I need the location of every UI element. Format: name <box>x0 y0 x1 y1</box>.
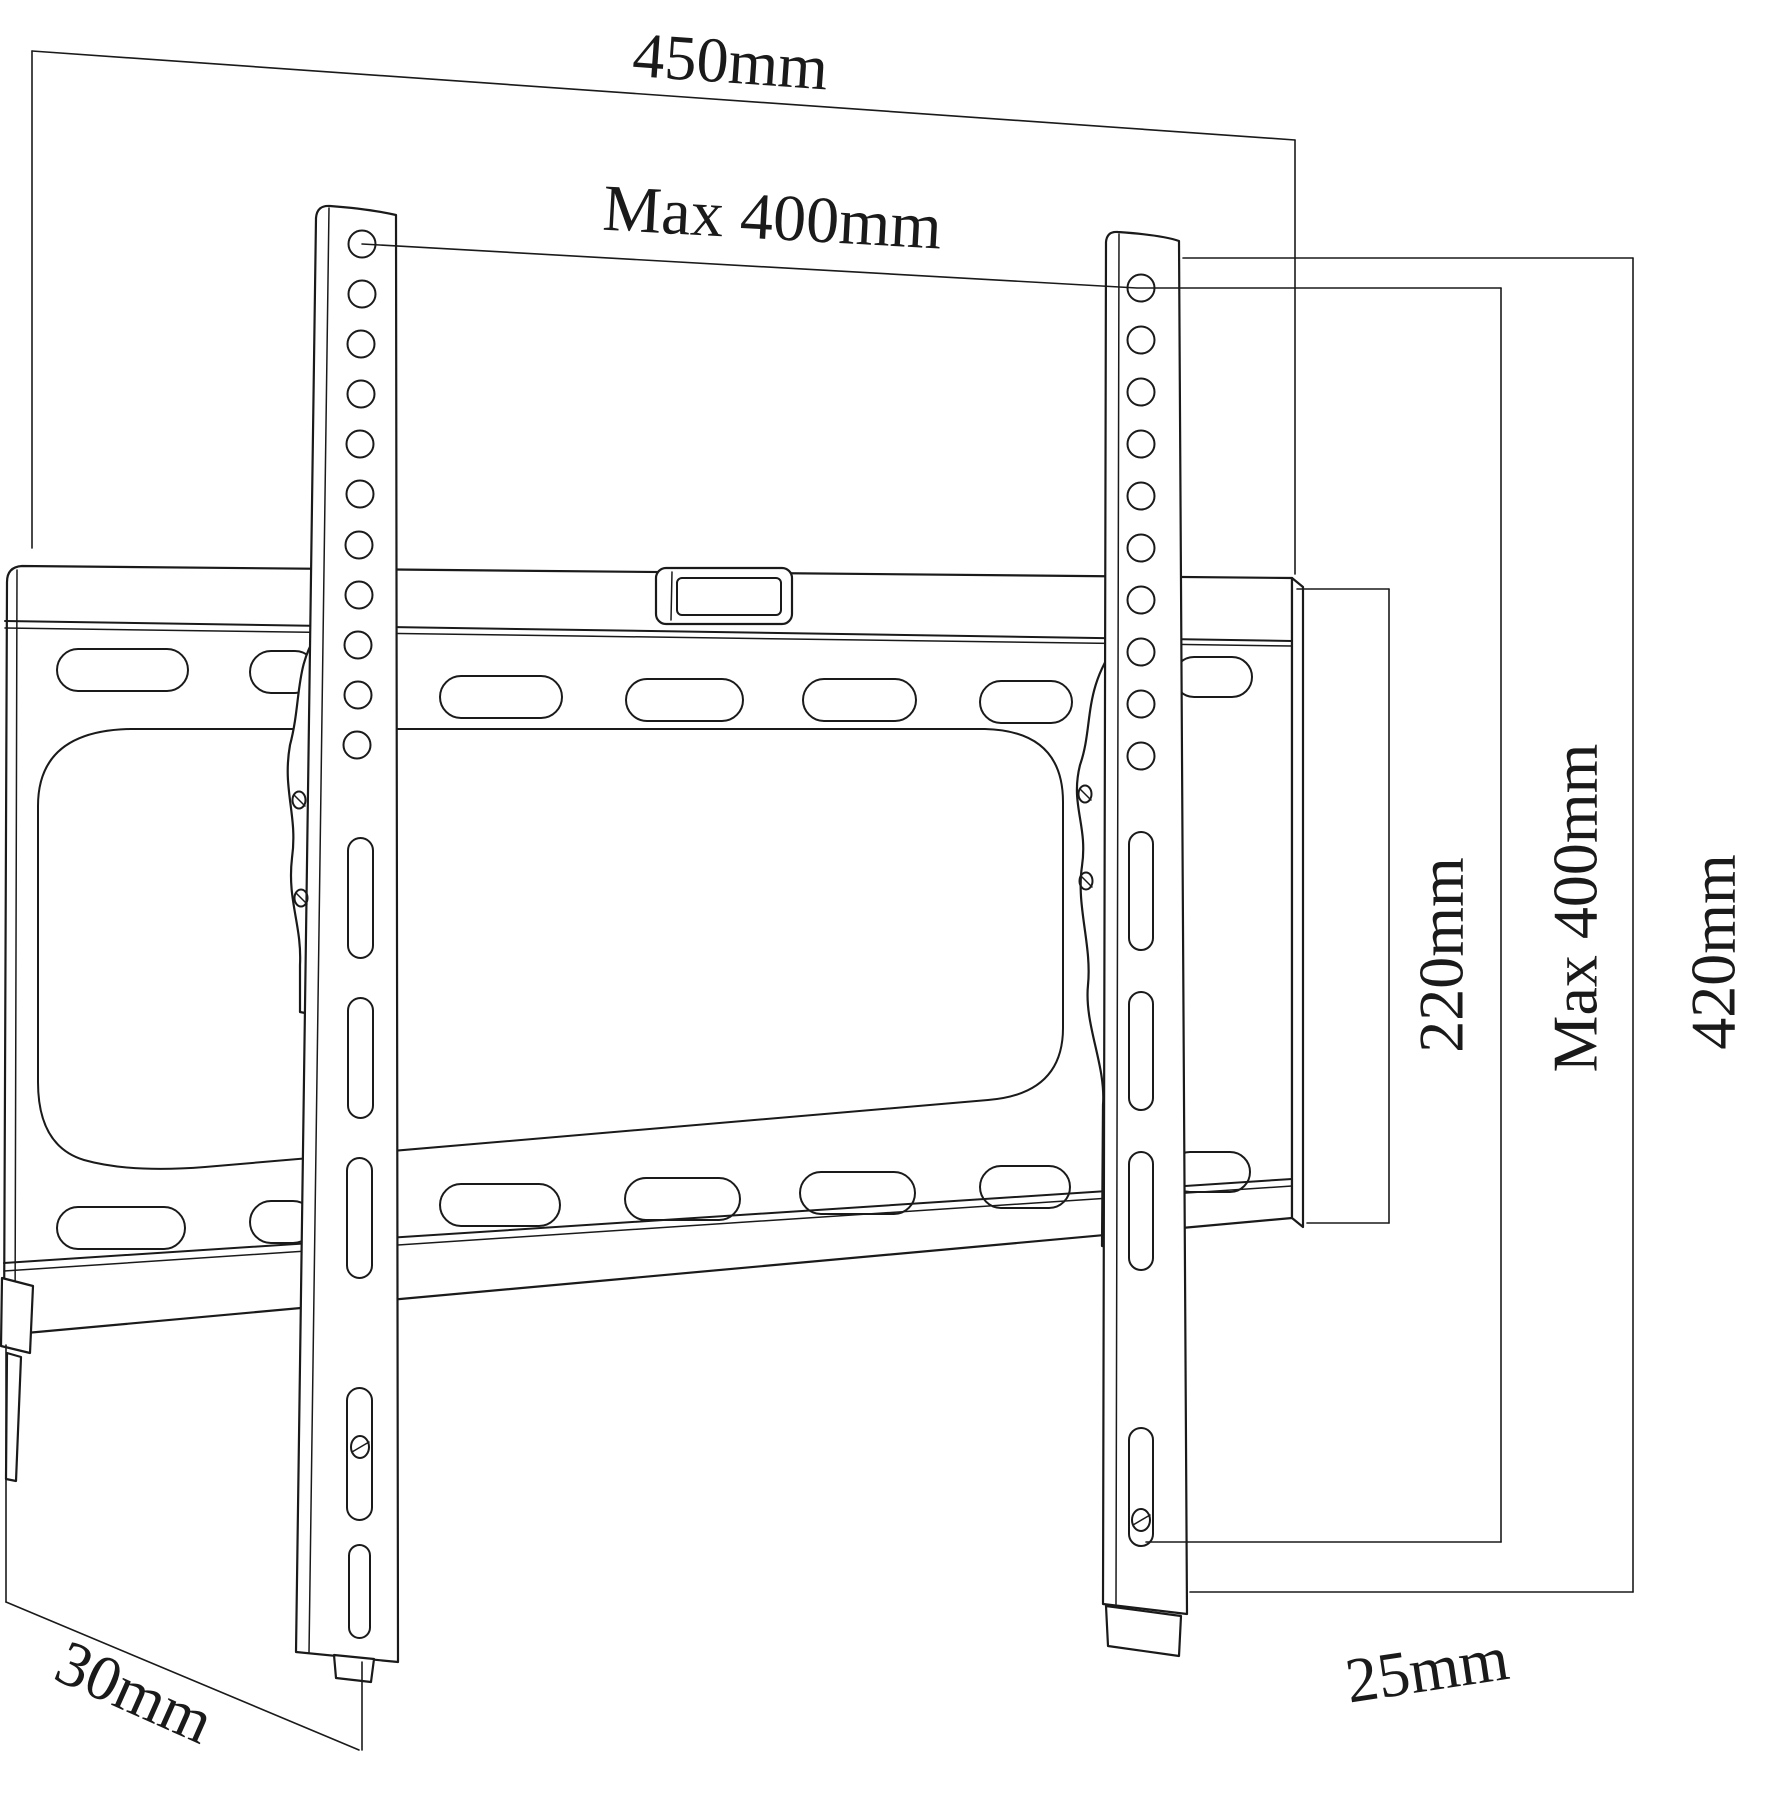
wall-plate-slots-top <box>56 648 1253 724</box>
dimension-label-420mm: 420mm <box>1678 854 1749 1050</box>
left-vesa-rail <box>286 204 400 1684</box>
left-rail-slots <box>346 837 374 1639</box>
locking-tab <box>654 566 794 626</box>
right-vesa-rail <box>1075 230 1189 1658</box>
dimension-label-max400-horizontal: Max 400mm <box>601 172 944 264</box>
right-rail-slots <box>1128 831 1154 1547</box>
dimension-lines <box>5 50 1634 1751</box>
left-rail-holes <box>342 229 377 760</box>
dimension-label-max400-vertical: Max 400mm <box>1540 744 1611 1073</box>
dimension-label-450mm: 450mm <box>630 19 830 103</box>
dimension-label-220mm: 220mm <box>1406 857 1477 1053</box>
dimension-label-30mm: 30mm <box>46 1626 224 1757</box>
wall-plate-cutout <box>37 728 1064 1170</box>
dimension-label-25mm: 25mm <box>1341 1622 1513 1716</box>
